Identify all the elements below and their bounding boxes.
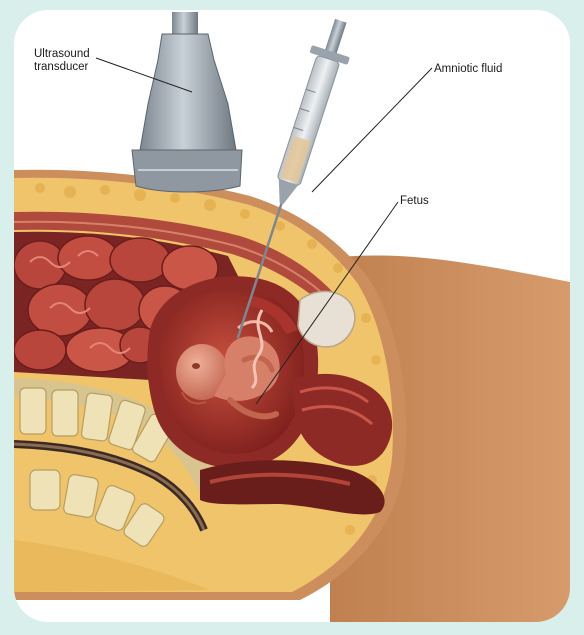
ultrasound-transducer [132,12,242,192]
amniocentesis-illustration: Ultrasound transducer Amniotic fluid Fet… [14,10,570,622]
bladder [298,291,355,346]
illustration-panel: Ultrasound transducer Amniotic fluid Fet… [14,10,570,622]
transducer-label-line2: transducer [34,61,89,73]
transducer-label-line1: Ultrasound [34,48,90,60]
fetus-label: Fetus [400,195,429,207]
amniotic-fluid-label: Amniotic fluid [434,63,502,75]
